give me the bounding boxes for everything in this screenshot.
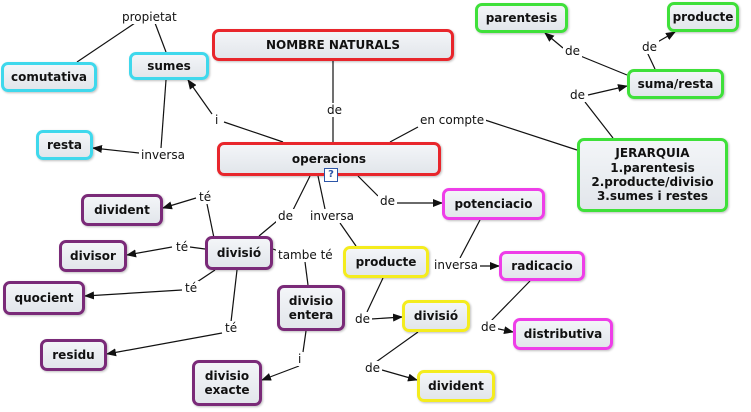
- edge-jerarquia-de: [584, 101, 614, 139]
- link-inversa-resta: inversa: [139, 148, 187, 162]
- edge-de-divisio-yellow: [370, 313, 403, 322]
- edge-encompte-jerarquia: [484, 119, 578, 151]
- link-propietat: propietat: [120, 10, 179, 24]
- node-residu[interactable]: residu: [40, 339, 107, 371]
- link-de-nombre: de: [325, 103, 344, 117]
- link-inversa-producte: inversa: [308, 209, 356, 223]
- link-inversa-radicacio: inversa: [432, 258, 480, 272]
- edge-operacions-de-pot: [357, 175, 379, 197]
- link-de-potenciacio: de: [378, 194, 397, 208]
- node-divisor[interactable]: divisor: [59, 240, 127, 272]
- edge-sumes-inversa: [160, 79, 167, 149]
- edge-divisio-te-divident: [206, 203, 215, 239]
- edge-tambe-te-entera: [304, 261, 309, 286]
- node-producte-top[interactable]: producte: [667, 2, 739, 32]
- edge-te-divisor: [126, 246, 173, 258]
- edge-te-quocient: [84, 289, 183, 300]
- node-distributiva[interactable]: distributiva: [513, 318, 613, 350]
- edge-radicacio-de: [489, 280, 531, 323]
- node-jerarquia[interactable]: JERARQUIA 1.parentesis 2.producte/divisi…: [577, 138, 728, 212]
- node-radicacio[interactable]: radicacio: [499, 251, 585, 281]
- link-te-quocient: té: [183, 281, 200, 295]
- edge-te-divident: [162, 197, 197, 210]
- edge-pot-inversa: [459, 219, 481, 259]
- edge-divisio-te-residu: [230, 269, 238, 323]
- edge-te-residu: [106, 332, 223, 357]
- node-suma-resta[interactable]: suma/resta: [627, 69, 724, 99]
- edge-propietat-sumes: [154, 22, 167, 53]
- link-i-exacte: i: [296, 352, 304, 366]
- edge-divisio-yellow-de: [375, 331, 419, 363]
- node-divisio-exacte[interactable]: divisio exacte: [192, 360, 262, 406]
- node-resta[interactable]: resta: [36, 130, 93, 160]
- edge-de-sumaresta: [587, 84, 628, 96]
- edge-divisio-te-divisor: [189, 246, 206, 250]
- node-nombre-naturals[interactable]: NOMBRE NATURALS: [212, 29, 454, 61]
- edge-entera-i: [302, 330, 307, 353]
- node-quocient[interactable]: quocient: [3, 281, 85, 315]
- node-parentesis[interactable]: parentesis: [475, 3, 568, 33]
- link-de-distributiva: de: [479, 320, 498, 334]
- edge-operacions-de-div: [291, 175, 311, 213]
- link-de-jerarquia: de: [568, 88, 587, 102]
- edge-de-divident-yellow: [381, 369, 418, 382]
- node-divident-purple[interactable]: divident: [81, 194, 163, 226]
- edge-inversa-resta: [92, 144, 140, 154]
- link-tambe-te: tambe té: [276, 248, 335, 262]
- edge-inversa-producte: [339, 222, 357, 247]
- edge-operacions-inversa: [317, 175, 326, 210]
- node-potenciacio[interactable]: potenciacio: [442, 188, 545, 220]
- edge-operacions-encompte: [389, 126, 419, 143]
- edge-propietat-comutativa: [76, 22, 136, 63]
- link-de-divident-yellow: de: [363, 361, 382, 375]
- node-divisio-purple[interactable]: divisió: [205, 236, 273, 270]
- link-te-residu: té: [223, 321, 240, 335]
- link-de-producte-top: de: [640, 40, 659, 54]
- node-divisio-yellow[interactable]: divisió: [402, 300, 470, 332]
- edge-i-exacte: [261, 365, 300, 381]
- link-te-divident: té: [197, 190, 214, 204]
- node-sumes[interactable]: sumes: [129, 52, 209, 80]
- edge-de-parentesis: [544, 32, 564, 49]
- edge-operacions-i: [223, 121, 284, 143]
- link-te-divisor: té: [174, 240, 191, 254]
- node-divisio-entera[interactable]: divisio entera: [277, 285, 345, 331]
- edge-i-sumes: [187, 79, 213, 115]
- link-i-sumes: i: [213, 113, 221, 127]
- edge-producte-de: [366, 277, 384, 313]
- node-divident-yellow[interactable]: divident: [417, 370, 495, 402]
- link-de-parentesis: de: [563, 44, 582, 58]
- node-producte[interactable]: producte: [343, 246, 429, 278]
- link-de-divisio-yellow: de: [353, 312, 372, 326]
- link-en-compte: en compte: [418, 113, 487, 127]
- link-de-divisio-purple: de: [276, 209, 295, 223]
- help-icon[interactable]: ?: [324, 168, 338, 182]
- edge-de-divisio-purple: [258, 220, 278, 237]
- edge-sumaresta-de-left: [577, 54, 628, 76]
- node-comutativa[interactable]: comutativa: [1, 62, 97, 92]
- edge-sumaresta-de-right: [646, 51, 656, 70]
